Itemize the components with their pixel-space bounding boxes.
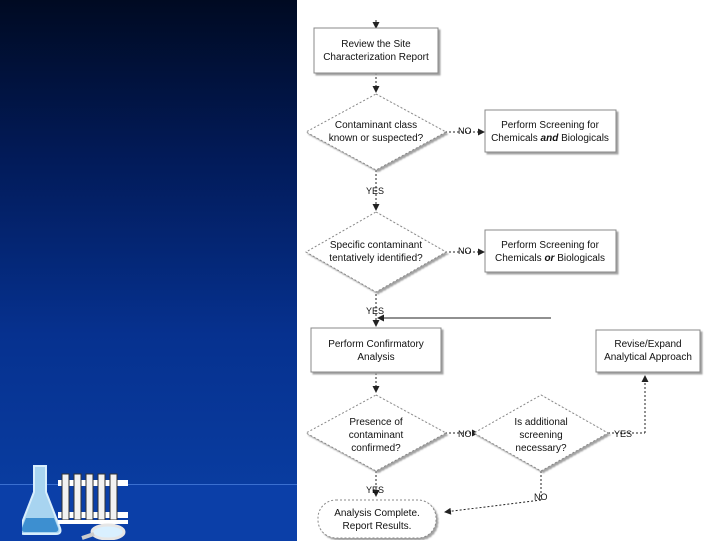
label-no-3: NO <box>458 429 472 439</box>
svg-text:Analytical Approach: Analytical Approach <box>604 352 692 363</box>
left-gradient-panel <box>0 0 297 540</box>
svg-text:Perform Confirmatory: Perform Confirmatory <box>328 339 424 350</box>
svg-text:tentatively identified?: tentatively identified? <box>329 253 423 264</box>
decision-additional-screening: Is additional screening necessary? <box>472 394 610 472</box>
test-tube-rack-icon <box>58 473 128 524</box>
decision-presence-confirmed: Presence of contaminant confirmed? <box>304 394 448 472</box>
label-yes-1: YES <box>366 186 384 196</box>
confirmatory-analysis-box: Perform Confirmatory Analysis <box>310 327 442 373</box>
screening-or-box: Perform Screening for Chemicals or Biolo… <box>484 229 617 273</box>
svg-text:Characterization Report: Characterization Report <box>323 52 429 63</box>
svg-text:Chemicals and Biologicals: Chemicals and Biologicals <box>491 133 609 144</box>
svg-text:confirmed?: confirmed? <box>351 443 401 454</box>
svg-text:necessary?: necessary? <box>515 443 567 454</box>
label-no-4: NO <box>534 492 548 502</box>
svg-text:Perform Screening for: Perform Screening for <box>501 240 599 251</box>
revise-expand-box: Revise/Expand Analytical Approach <box>595 329 701 373</box>
flask-icon <box>22 465 62 535</box>
svg-text:Perform Screening for: Perform Screening for <box>501 120 599 131</box>
svg-text:Report Results.: Report Results. <box>343 521 412 532</box>
screening-and-box: Perform Screening for Chemicals and Biol… <box>484 109 617 153</box>
svg-text:Revise/Expand: Revise/Expand <box>614 339 681 350</box>
label-no-2: NO <box>458 246 472 256</box>
svg-text:Analysis: Analysis <box>357 352 394 363</box>
svg-text:Is additional: Is additional <box>514 417 567 428</box>
connectors <box>372 20 649 515</box>
decision-class-known: Contaminant class known or suspected? <box>304 93 448 171</box>
review-report-box: Review the Site Characterization Report <box>313 27 439 74</box>
analysis-complete-terminal: Analysis Complete. Report Results. <box>317 499 437 539</box>
label-yes-4: YES <box>614 429 632 439</box>
svg-text:Analysis Complete.: Analysis Complete. <box>334 508 420 519</box>
svg-text:Chemicals or Biologicals: Chemicals or Biologicals <box>495 253 605 264</box>
label-yes-2: YES <box>366 306 384 316</box>
label-no-1: NO <box>458 126 472 136</box>
svg-text:Contaminant class: Contaminant class <box>335 120 417 131</box>
decision-specific-identified: Specific contaminant tentatively identif… <box>304 211 448 293</box>
magnifying-glass-icon <box>81 523 126 540</box>
svg-text:contaminant: contaminant <box>349 430 404 441</box>
label-yes-3: YES <box>366 485 384 495</box>
svg-text:Presence of: Presence of <box>349 417 403 428</box>
svg-text:screening: screening <box>519 430 562 441</box>
svg-text:Review the Site: Review the Site <box>341 39 411 50</box>
svg-text:Specific contaminant: Specific contaminant <box>330 240 422 251</box>
svg-text:known or suspected?: known or suspected? <box>329 133 424 144</box>
lab-equipment-illustration <box>22 465 128 540</box>
